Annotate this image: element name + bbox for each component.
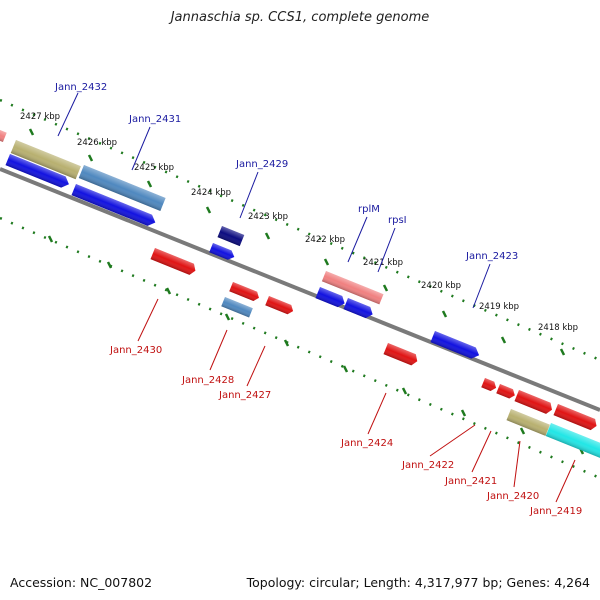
gene-label-jann-2429[interactable]: Jann_2429 — [235, 159, 288, 170]
kbp-labels: 2427 kbp 2426 kbp 2425 kbp 2424 kbp 2423… — [20, 112, 578, 333]
genome-backbone — [0, 167, 600, 412]
gene-feature — [481, 378, 497, 392]
upper-tick-track — [0, 98, 600, 362]
kbp-label: 2420 kbp — [421, 281, 461, 291]
kbp-label: 2423 kbp — [248, 212, 288, 222]
gene-label-jann-2423[interactable]: Jann_2423 — [465, 251, 518, 262]
major-tick — [283, 339, 290, 347]
gene-feature — [10, 140, 81, 180]
major-tick — [519, 427, 526, 435]
gene-label-jann-2422[interactable]: Jann_2422 — [401, 460, 454, 471]
leader-line — [472, 263, 491, 309]
gene-label-jann-2431[interactable]: Jann_2431 — [128, 114, 181, 125]
page-title: Jannaschia sp. CCS1, complete genome — [170, 10, 430, 25]
gene-feature — [78, 165, 166, 211]
gene-feature — [209, 243, 235, 260]
kbp-label: 2426 kbp — [77, 138, 117, 148]
major-tick — [382, 284, 389, 292]
genome-summary: Topology: circular; Length: 4,317,977 bp… — [246, 575, 590, 590]
gene-label-rpsi[interactable]: rpsI — [388, 215, 407, 226]
major-tick — [205, 206, 212, 214]
gene-label-jann-2430[interactable]: Jann_2430 — [109, 345, 162, 356]
kbp-label: 2424 kbp — [191, 188, 231, 198]
gene-label-jann-2424[interactable]: Jann_2424 — [340, 438, 393, 449]
leader-line — [367, 392, 387, 435]
gene-label-jann-2419[interactable]: Jann_2419 — [529, 506, 582, 517]
leader-line — [246, 345, 266, 387]
leader-line — [131, 126, 151, 171]
leader-line — [555, 459, 576, 503]
major-tick — [500, 336, 507, 344]
gene-label-jann-2428[interactable]: Jann_2428 — [181, 375, 234, 386]
gene-feature — [315, 287, 345, 308]
major-tick — [224, 313, 231, 321]
kbp-label: 2419 kbp — [479, 302, 519, 312]
upper-major-ticks — [28, 128, 566, 356]
accession-info: Accession: NC_007802 — [10, 575, 153, 590]
lower-tick-track — [0, 216, 600, 480]
forward-gene-labels: Jann_2432 Jann_2431 Jann_2429 rplM rpsI … — [54, 82, 518, 309]
major-tick — [264, 232, 271, 240]
gene-label-rplm[interactable]: rplM — [358, 204, 380, 215]
gene-feature — [430, 331, 480, 359]
kbp-label: 2422 kbp — [305, 235, 345, 245]
gene-feature — [265, 296, 294, 315]
gene-feature — [71, 184, 156, 226]
major-tick — [460, 409, 467, 417]
gene-feature — [496, 384, 515, 399]
kbp-label: 2418 kbp — [538, 323, 578, 333]
kbp-label: 2425 kbp — [134, 163, 174, 173]
kbp-label: 2421 kbp — [363, 258, 403, 268]
major-tick — [87, 154, 94, 162]
leader-line — [57, 92, 79, 137]
major-tick — [28, 128, 35, 136]
leader-line — [347, 216, 368, 263]
gene-feature — [343, 298, 373, 319]
gene-label-jann-2420[interactable]: Jann_2420 — [486, 491, 539, 502]
major-tick — [146, 180, 153, 188]
major-tick — [47, 235, 54, 243]
leader-line — [137, 298, 159, 342]
gene-feature — [553, 404, 597, 431]
gene-label-jann-2427[interactable]: Jann_2427 — [218, 390, 271, 401]
gene-feature — [0, 126, 7, 143]
major-tick — [559, 348, 566, 356]
gene-feature — [383, 343, 418, 366]
major-tick — [165, 287, 172, 295]
gene-feature — [506, 409, 550, 436]
major-tick — [441, 310, 448, 318]
gene-feature — [150, 248, 196, 275]
gene-feature — [545, 423, 600, 459]
leader-line — [209, 329, 228, 371]
gene-label-jann-2421[interactable]: Jann_2421 — [444, 476, 497, 487]
reverse-gene-labels: Jann_2430 Jann_2428 Jann_2427 Jann_2424 … — [109, 298, 582, 517]
leader-line — [429, 424, 476, 457]
leader-line — [471, 430, 492, 473]
leader-line — [239, 171, 259, 219]
gene-feature — [514, 390, 552, 414]
major-tick — [401, 387, 408, 395]
lower-major-ticks — [47, 235, 585, 455]
gene-feature — [229, 282, 259, 302]
kbp-label: 2427 kbp — [20, 112, 60, 122]
major-tick — [106, 261, 113, 269]
gene-feature — [217, 226, 245, 247]
gene-features — [0, 126, 600, 459]
major-tick — [323, 258, 330, 266]
leader-line — [513, 440, 521, 488]
gene-label-jann-2432[interactable]: Jann_2432 — [54, 82, 107, 93]
gene-feature — [5, 154, 69, 188]
leader-line — [377, 227, 396, 273]
major-tick — [342, 365, 349, 373]
gene-feature — [221, 297, 253, 318]
gene-feature — [321, 271, 384, 305]
